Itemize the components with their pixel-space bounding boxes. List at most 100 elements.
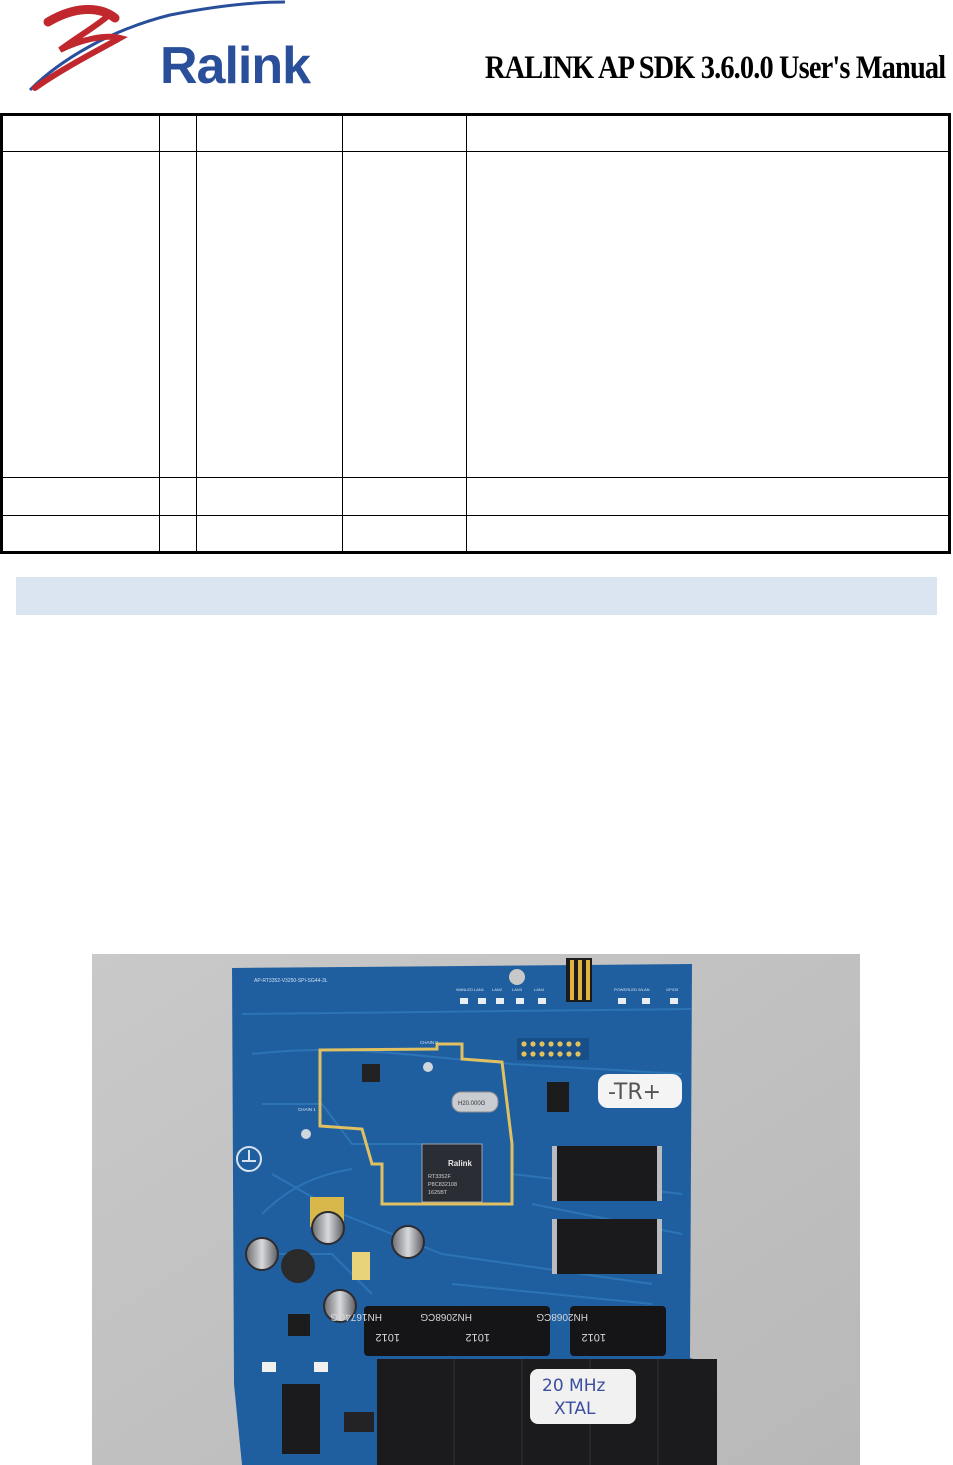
transformer-top-label: HN1674CG [330, 1311, 382, 1322]
ethernet-transformer [570, 1306, 666, 1356]
ground-symbol-icon [236, 1146, 262, 1172]
capacitor [245, 1237, 279, 1271]
table-cell [0, 151, 161, 478]
power-jack [282, 1384, 320, 1454]
chip-lot: P8C832108 [428, 1182, 457, 1188]
chain1-label: CHAIN 1 [298, 1107, 316, 1112]
led-white [262, 1362, 276, 1372]
inductor [281, 1249, 315, 1283]
jtag-pad [566, 1051, 572, 1057]
board-label: AP-RT3352-V3250-SPI-SG44-3L [254, 978, 328, 984]
capacitor [311, 1211, 345, 1245]
table-cell [195, 477, 344, 516]
table-cell [0, 114, 161, 152]
spec-table [0, 113, 951, 554]
led [670, 998, 678, 1004]
led-white-2 [314, 1362, 328, 1372]
chain0-connector [423, 1062, 433, 1072]
transformer-bottom-label: 1012 [582, 1331, 606, 1343]
led-label: LAN3 [512, 987, 523, 992]
brand-name: Ralink [160, 37, 311, 95]
manual-title: RALINK AP SDK 3.6.0.0 User's Manual [484, 50, 946, 86]
sticker-tr: -TR+ [598, 1074, 682, 1108]
led [642, 998, 650, 1004]
table-cell [195, 151, 344, 478]
jtag-pad [557, 1041, 563, 1047]
chain1-connector [301, 1129, 311, 1139]
transformer-top-label: HN2068CG [420, 1311, 472, 1322]
flash-chip [547, 1082, 569, 1112]
table-cell [0, 477, 161, 516]
chain0-label: CHAIN 0 [420, 1040, 438, 1045]
memory-chip-2 [552, 1219, 662, 1274]
jtag-pad [539, 1041, 545, 1047]
jtag-pad [548, 1041, 554, 1047]
jtag-pad [566, 1041, 572, 1047]
jtag-pad [557, 1051, 563, 1057]
led [496, 998, 504, 1004]
led [460, 998, 468, 1004]
crystal: H20.000G [451, 1091, 499, 1113]
table-row [0, 477, 950, 516]
led [516, 998, 524, 1004]
crystal-label: H20.000G [458, 1101, 486, 1107]
jtag-pad [575, 1051, 581, 1057]
led [618, 998, 626, 1004]
table-cell [466, 515, 950, 553]
sticker-xtal-line1: 20 MHz [542, 1376, 605, 1396]
regulator-chip [288, 1314, 310, 1336]
ethernet-transformer [364, 1306, 460, 1356]
table-cell [342, 515, 468, 553]
sticker-xtal-line2: XTAL [554, 1399, 596, 1419]
led [538, 998, 546, 1004]
led [478, 998, 486, 1004]
table-cell [0, 515, 161, 553]
table-row [0, 515, 950, 553]
jtag-pad [530, 1051, 536, 1057]
chip-code: 1625BT [428, 1190, 448, 1196]
table-cell [195, 114, 344, 152]
ralink-swoosh-icon [28, 0, 286, 92]
transformer-bottom-label: 1012 [376, 1331, 400, 1343]
reset-button [344, 1412, 374, 1432]
table-cell [342, 477, 468, 516]
table-row [0, 151, 950, 478]
table-cell [466, 114, 950, 152]
ethernet-transformer [454, 1306, 550, 1356]
led-label: GPIO0 [666, 987, 679, 992]
jtag-pad [575, 1041, 581, 1047]
sticker-xtal: 20 MHz XTAL [530, 1369, 636, 1424]
jtag-pads [517, 1038, 589, 1060]
table-cell [342, 114, 468, 152]
led-label: LAN1 [474, 987, 485, 992]
mounting-hole [509, 969, 525, 985]
gold-pad-2 [352, 1252, 370, 1280]
section-heading-bar [16, 577, 937, 615]
table-cell [195, 515, 344, 553]
jtag-pad [521, 1041, 527, 1047]
chip-model: RT3352F [428, 1174, 451, 1180]
table-cell [159, 151, 197, 478]
transformer-bottom-label: 1012 [466, 1331, 490, 1343]
table-cell [159, 477, 197, 516]
capacitor [391, 1225, 425, 1259]
led-label: WLAN [638, 987, 650, 992]
table-cell [159, 515, 197, 553]
ralink-logo: Ralink [20, 0, 320, 100]
jtag-pad [521, 1051, 527, 1057]
table-cell [466, 151, 950, 478]
jtag-pad [530, 1041, 536, 1047]
sticker-tr-text: -TR+ [608, 1080, 661, 1105]
page-header: Ralink RALINK AP SDK 3.6.0.0 User's Manu… [0, 0, 953, 115]
led-label: POWERLED [614, 987, 637, 992]
jtag-pad [539, 1051, 545, 1057]
table-cell [159, 114, 197, 152]
led-label: WANLED [456, 987, 473, 992]
small-chip [362, 1064, 380, 1082]
pin-header [566, 958, 592, 1002]
table-row [0, 114, 950, 152]
chip-brand: Ralink [448, 1159, 473, 1168]
table-cell [342, 151, 468, 478]
